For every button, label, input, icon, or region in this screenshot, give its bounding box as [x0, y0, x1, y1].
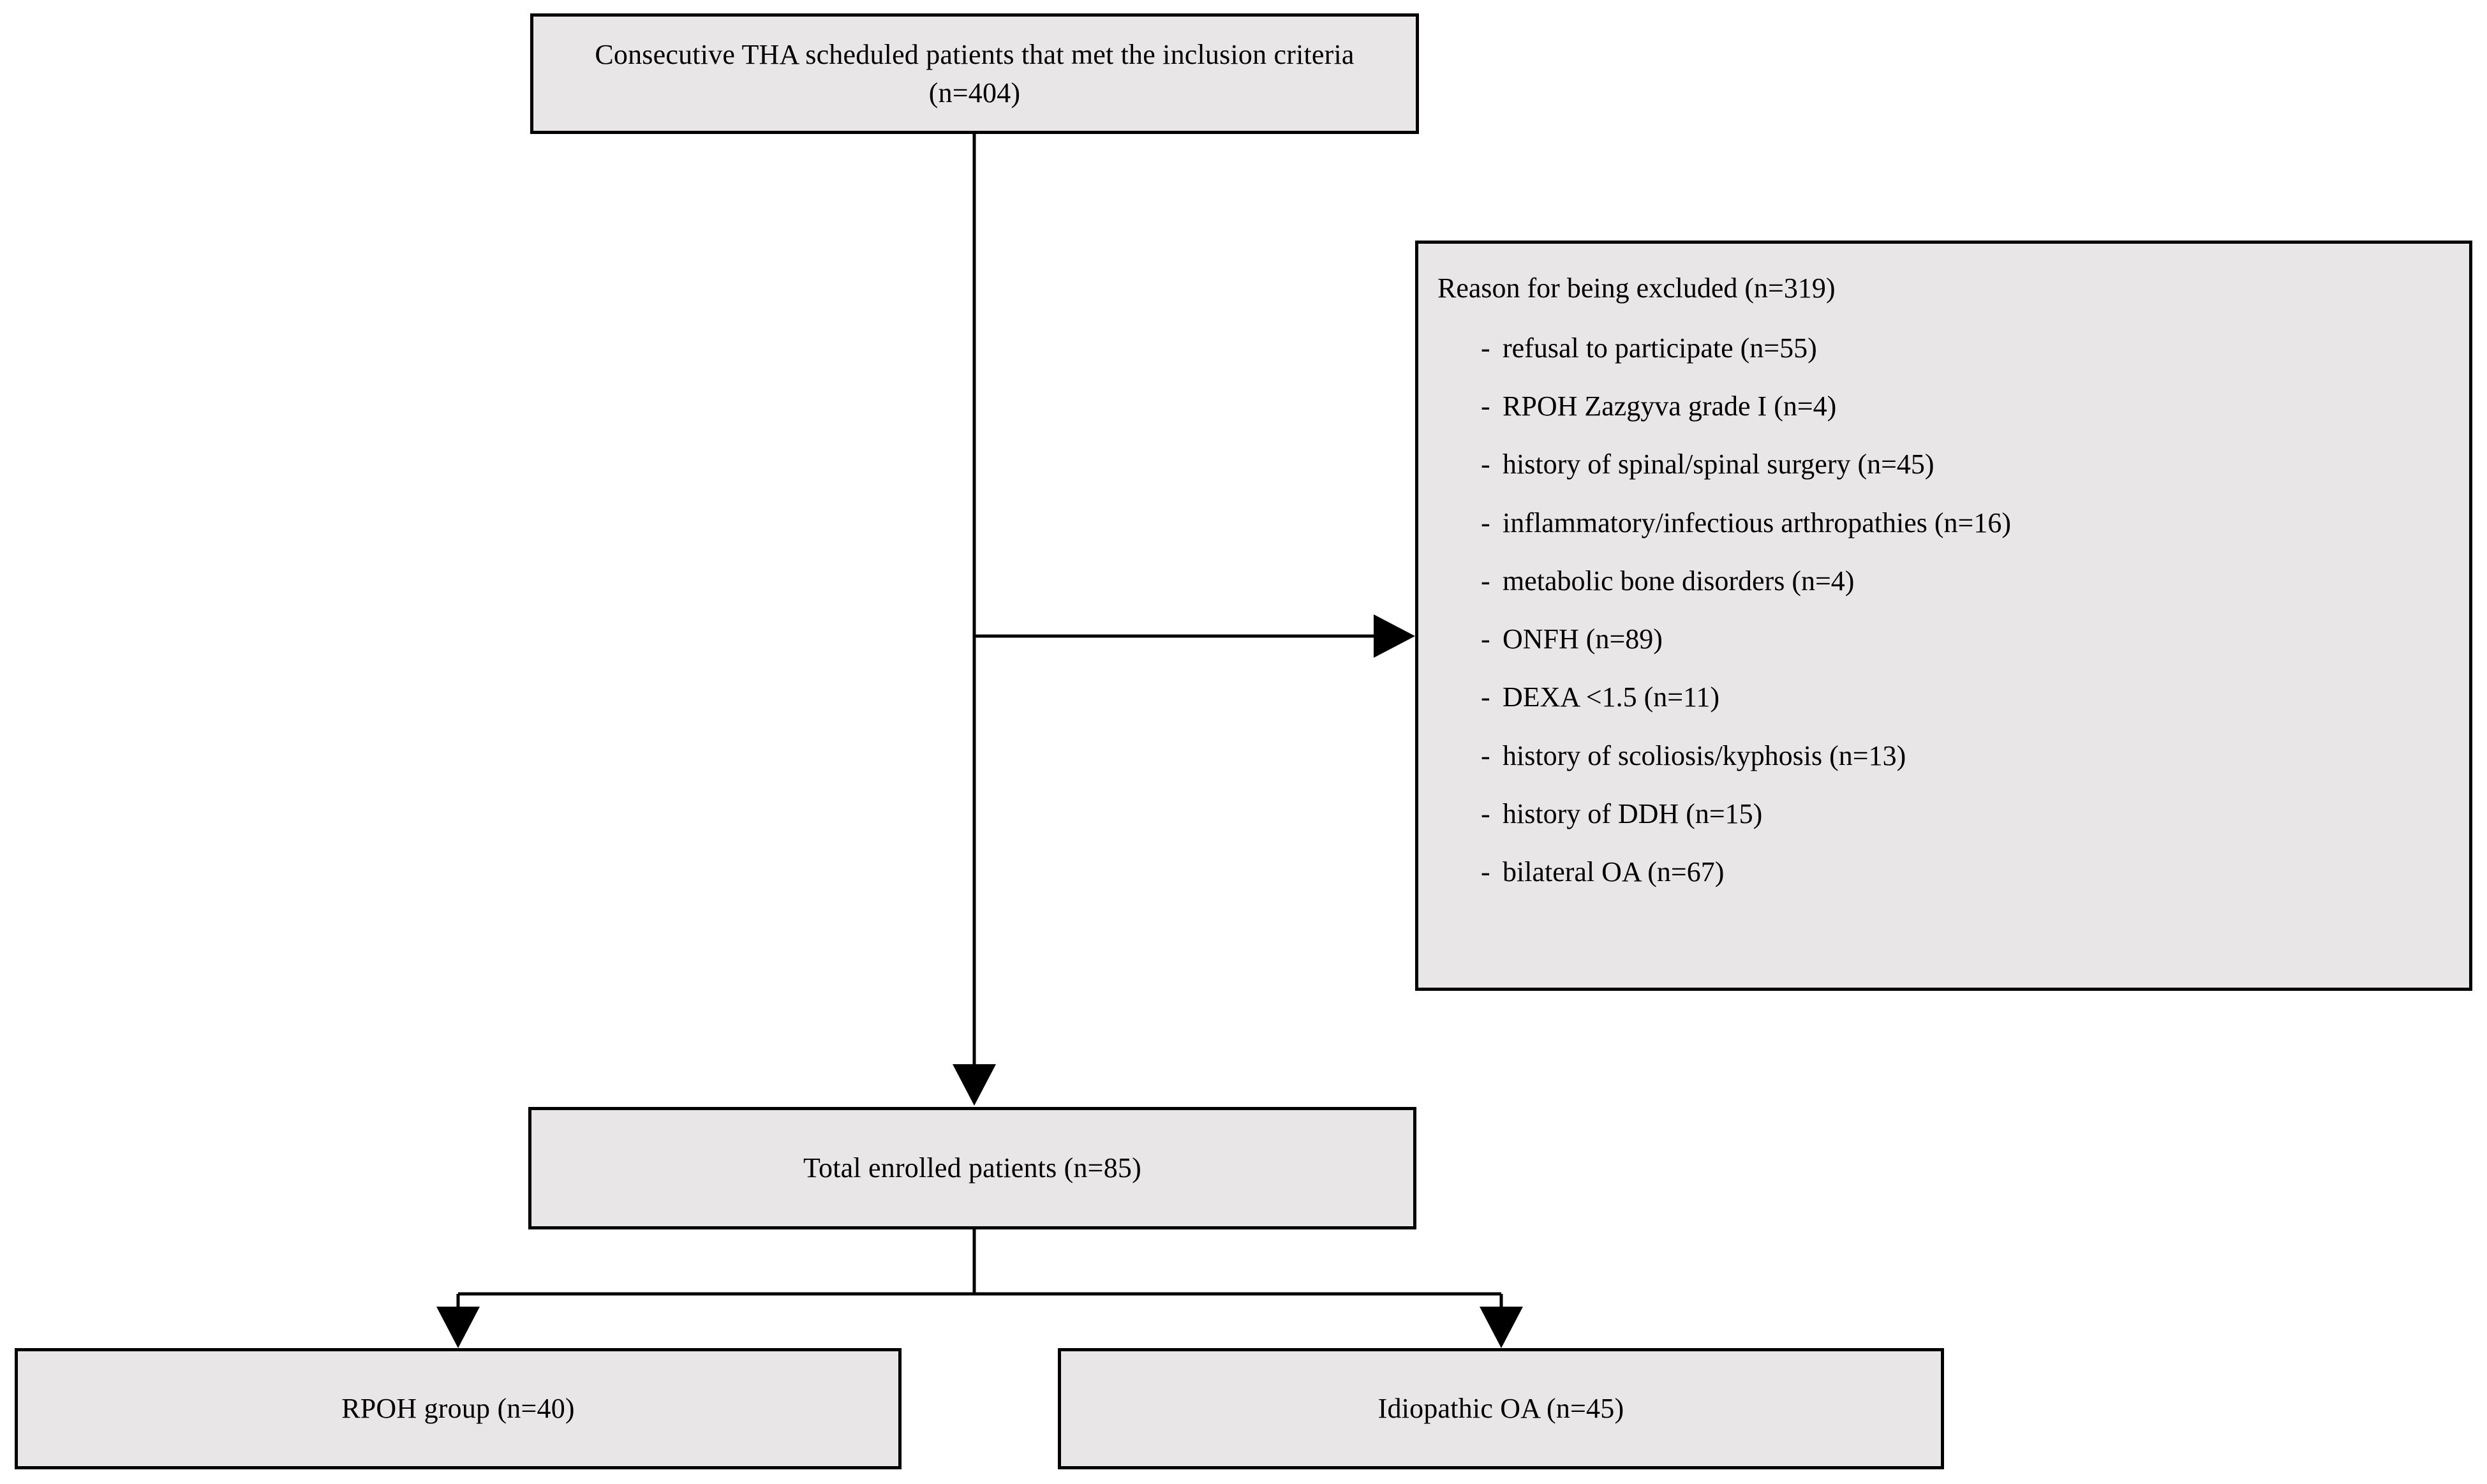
exclusion-item: - history of DDH (n=15): [1481, 798, 2447, 829]
node-exclusion-reasons: Reason for being excluded (n=319) - refu…: [1415, 241, 2472, 991]
node-group-rpoh-label: RPOH group (n=40): [341, 1393, 575, 1425]
bullet-dash-icon: -: [1481, 332, 1490, 364]
exclusion-item-label: refusal to participate (n=55): [1503, 332, 1817, 364]
edge-enrolled-to-oa-arrowhead: [1480, 1307, 1523, 1348]
node-total-enrolled-label: Total enrolled patients (n=85): [803, 1152, 1141, 1184]
node-total-enrolled: Total enrolled patients (n=85): [528, 1107, 1416, 1229]
exclusion-item-label: history of scoliosis/kyphosis (n=13): [1503, 739, 1906, 771]
exclusion-item: - history of scoliosis/kyphosis (n=13): [1481, 740, 2447, 771]
exclusion-item: - bilateral OA (n=67): [1481, 856, 2447, 887]
bullet-dash-icon: -: [1481, 798, 1490, 829]
exclusion-item: - history of spinal/spinal surgery (n=45…: [1481, 449, 2447, 480]
bullet-dash-icon: -: [1481, 390, 1490, 422]
exclusion-item: - refusal to participate (n=55): [1481, 332, 2447, 364]
exclusion-item-label: RPOH Zazgyva grade I (n=4): [1503, 390, 1837, 422]
exclusion-item-label: ONFH (n=89): [1503, 623, 1663, 655]
node-group-rpoh: RPOH group (n=40): [15, 1348, 902, 1469]
exclusion-item-label: metabolic bone disorders (n=4): [1503, 565, 1855, 597]
node-group-idiopathic-oa: Idiopathic OA (n=45): [1058, 1348, 1944, 1469]
bullet-dash-icon: -: [1481, 681, 1490, 713]
bullet-dash-icon: -: [1481, 565, 1490, 597]
exclusion-item-label: inflammatory/infectious arthropathies (n…: [1503, 507, 2012, 538]
edge-source-to-exclusion-arrowhead: [1374, 614, 1415, 658]
exclusion-item: - inflammatory/infectious arthropathies …: [1481, 507, 2447, 538]
exclusion-item-label: DEXA <1.5 (n=11): [1503, 681, 1720, 713]
edge-enrolled-to-rpoh-arrowhead: [436, 1307, 480, 1348]
exclusion-reason-list: - refusal to participate (n=55) - RPOH Z…: [1437, 332, 2447, 888]
bullet-dash-icon: -: [1481, 449, 1490, 480]
exclusion-title: Reason for being excluded (n=319): [1437, 272, 1836, 304]
exclusion-item-label: history of spinal/spinal surgery (n=45): [1503, 449, 1934, 480]
bullet-dash-icon: -: [1481, 739, 1490, 771]
bullet-dash-icon: -: [1481, 507, 1490, 538]
exclusion-item: - RPOH Zazgyva grade I (n=4): [1481, 390, 2447, 422]
exclusion-item-label: bilateral OA (n=67): [1503, 856, 1725, 888]
edge-source-to-enrolled-arrowhead: [953, 1064, 996, 1106]
exclusion-item: - ONFH (n=89): [1481, 623, 2447, 655]
node-source-population-label: Consecutive THA scheduled patients that …: [595, 39, 1355, 108]
node-group-idiopathic-oa-label: Idiopathic OA (n=45): [1377, 1393, 1624, 1425]
bullet-dash-icon: -: [1481, 623, 1490, 655]
bullet-dash-icon: -: [1481, 856, 1490, 888]
node-source-population: Consecutive THA scheduled patients that …: [530, 13, 1419, 134]
exclusion-item: - DEXA <1.5 (n=11): [1481, 681, 2447, 713]
exclusion-item: - metabolic bone disorders (n=4): [1481, 565, 2447, 597]
exclusion-item-label: history of DDH (n=15): [1503, 798, 1763, 829]
